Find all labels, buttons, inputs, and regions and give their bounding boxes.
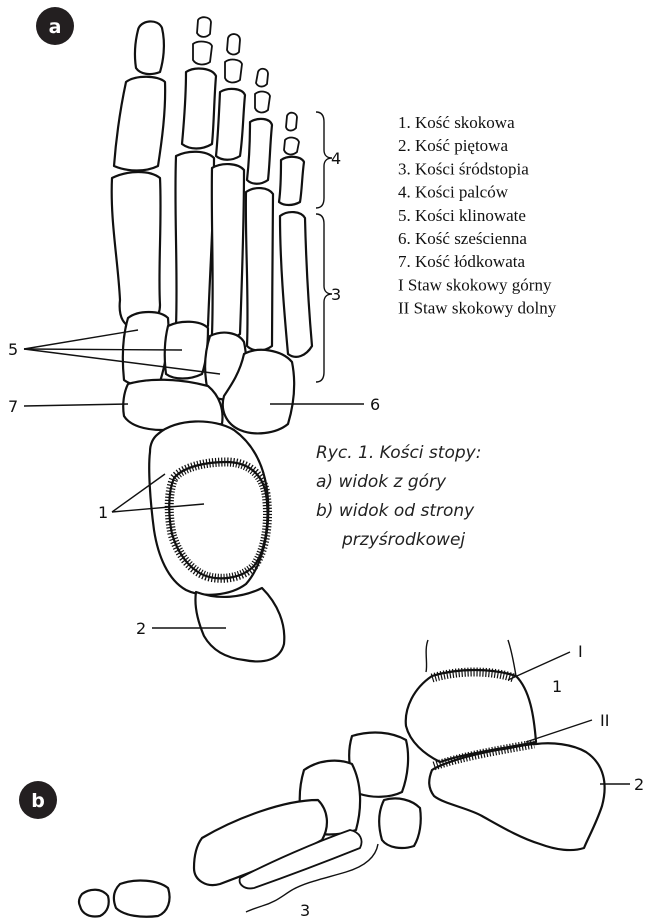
legend-item: 1. Kość skokowa (398, 113, 515, 132)
callout-6: 6 (370, 395, 380, 414)
legend-item: 4. Kości palców (398, 183, 509, 202)
second-toe-middle (193, 42, 212, 65)
caption-line-3: b) widok od strony (316, 501, 475, 521)
callout-5: 5 (8, 340, 18, 359)
calcaneus (195, 588, 284, 661)
panel-a-label: a (49, 16, 62, 38)
fifth-toe-proximal (279, 157, 304, 205)
caption-line-1: Ryc. 1. Kości stopy: (316, 443, 481, 463)
callout-7: 7 (8, 397, 18, 416)
callout-1-top: 1 (98, 503, 108, 522)
legend-item: 2. Kość piętowa (398, 136, 508, 155)
callout-2-top: 2 (136, 619, 146, 638)
hallux-proximal-medial (114, 881, 170, 917)
callout-4: 4 (331, 149, 341, 168)
legend-item: I Staw skokowy górny (398, 275, 552, 294)
legend-item: 3. Kości śródstopia (398, 159, 529, 178)
second-toe-distal (197, 17, 211, 37)
third-toe-proximal (216, 89, 245, 160)
callout-1-bottom: 1 (552, 677, 562, 696)
fourth-toe-distal (256, 69, 268, 87)
medial-cuneiform (123, 312, 169, 386)
legend-item: II Staw skokowy dolny (398, 299, 557, 318)
legend-item: 5. Kości klinowate (398, 206, 526, 225)
second-toe-proximal (182, 69, 216, 149)
callout-3-bottom: 3 (300, 901, 310, 920)
hallux-proximal-phalanx (114, 77, 165, 171)
callout-3: 3 (331, 285, 341, 304)
first-metatarsal (112, 172, 161, 330)
fourth-toe-middle (255, 92, 270, 113)
brace-metatarsals-tail (246, 906, 262, 912)
caption-line-4: przyśrodkowej (341, 530, 465, 550)
panel-a-badge: a (36, 7, 74, 45)
legend-item: 7. Kość łódkowata (398, 252, 525, 271)
brace-metatarsals (316, 214, 332, 382)
cuneiform-lateral-view (379, 798, 421, 848)
foot-medial-view (79, 640, 605, 917)
second-metatarsal (175, 152, 214, 332)
figure-caption: Ryc. 1. Kości stopy: a) widok z góry b) … (316, 443, 481, 550)
fifth-toe-distal (286, 113, 297, 131)
legend: 1. Kość skokowa 2. Kość piętowa 3. Kości ś… (398, 113, 557, 318)
fifth-toe-middle (284, 138, 299, 155)
callout-II: II (600, 711, 609, 730)
panel-b-badge: b (19, 781, 57, 819)
callout-2-bottom: 2 (634, 775, 644, 794)
fifth-metatarsal (280, 212, 312, 357)
third-toe-distal (227, 34, 240, 54)
panel-b-label: b (31, 790, 45, 812)
legend-item: 6. Kość sześcienna (398, 229, 527, 248)
fourth-toe-proximal (247, 119, 272, 184)
fourth-metatarsal (246, 188, 273, 350)
hallux-distal-medial (79, 890, 109, 917)
third-metatarsal (212, 164, 244, 340)
caption-line-2: a) widok z góry (316, 472, 447, 492)
third-toe-middle (225, 60, 242, 83)
callout-I: I (578, 642, 583, 661)
hallux-distal-phalanx (135, 21, 164, 74)
foot-top-view (112, 17, 312, 661)
calcaneus-medial (429, 743, 604, 850)
tibia-outline (426, 640, 428, 672)
fibula-outline (508, 640, 516, 676)
brace-phalanges (316, 112, 332, 208)
